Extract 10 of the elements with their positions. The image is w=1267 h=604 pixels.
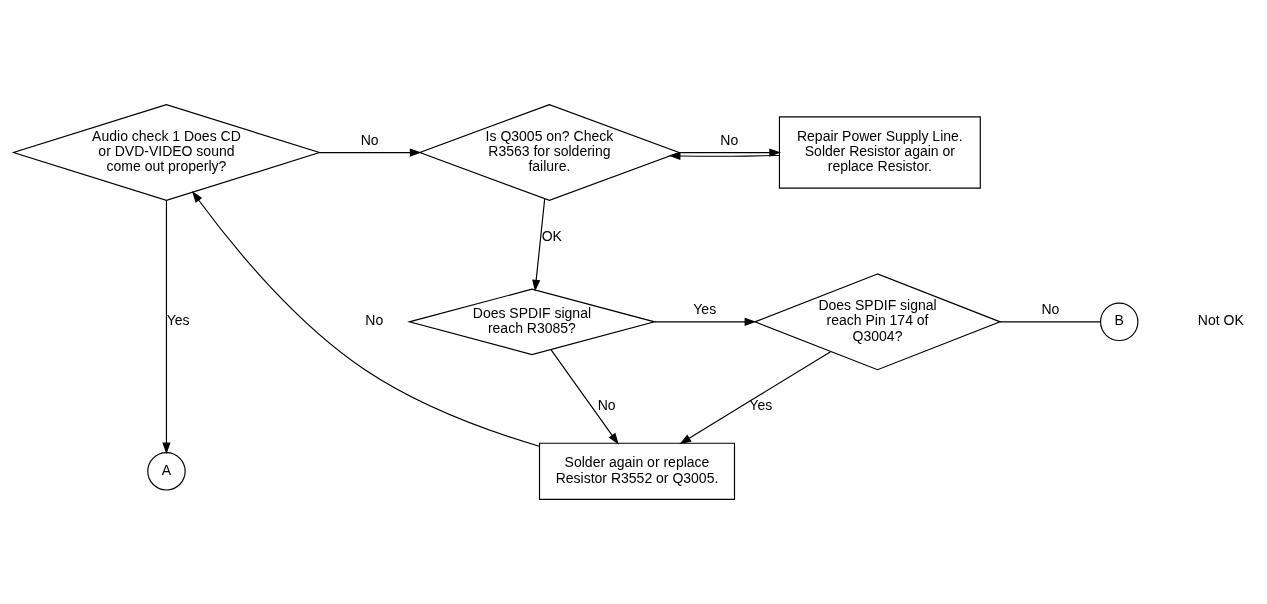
edge-label: Yes	[693, 301, 717, 318]
label: Not OK	[1197, 312, 1244, 329]
edge-label: No	[1041, 301, 1060, 318]
edge-label: No	[365, 312, 384, 329]
edge-label: Yes	[166, 312, 190, 329]
edge-label: No	[597, 397, 616, 414]
edge-label: Yes	[749, 397, 773, 414]
edge-label: No	[720, 132, 739, 149]
edge-label: OK	[541, 227, 562, 244]
edge-label: No	[360, 132, 379, 149]
